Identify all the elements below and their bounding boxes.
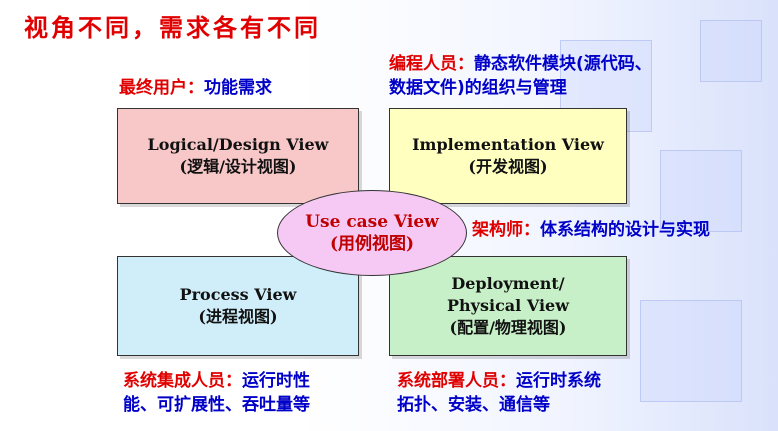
programmer-role: 编程人员： [389, 54, 474, 74]
deployment-view-box: Deployment/ Physical View (配置/物理视图) [389, 256, 627, 356]
deployment-view-title-line1: Deployment/ [451, 274, 565, 293]
process-view-box: Process View (进程视图) [117, 256, 359, 356]
deployer-label: 系统部署人员：运行时系统 拓扑、安装、通信等 [397, 369, 601, 417]
architect-role: 架构师： [472, 220, 540, 240]
programmer-desc-line2: 数据文件)的组织与管理 [389, 78, 567, 98]
background-decoration [660, 150, 742, 232]
end-user-label: 最终用户：功能需求 [119, 76, 272, 100]
logical-view-subtitle: (逻辑/设计视图) [179, 157, 297, 176]
deployer-desc-line1: 运行时系统 [516, 371, 601, 391]
deployment-view-subtitle: (配置/物理视图) [449, 318, 567, 337]
use-case-view-ellipse: Use case View (用例视图) [277, 190, 467, 276]
use-case-view-subtitle: (用例视图) [329, 234, 415, 254]
architect-label: 架构师：体系结构的设计与实现 [472, 218, 710, 242]
integrator-desc-line2: 能、可扩展性、吞吐量等 [123, 395, 310, 415]
integrator-role: 系统集成人员： [123, 371, 242, 391]
architect-desc: 体系结构的设计与实现 [540, 220, 710, 240]
deployer-desc-line2: 拓扑、安装、通信等 [397, 395, 550, 415]
use-case-view-title: Use case View [305, 212, 439, 232]
implementation-view-subtitle: (开发视图) [468, 157, 548, 176]
logical-view-title: Logical/Design View [147, 135, 329, 154]
integrator-desc-line1: 运行时性 [242, 371, 310, 391]
background-decoration [640, 300, 742, 402]
end-user-desc: 功能需求 [204, 78, 272, 98]
process-view-subtitle: (进程视图) [198, 307, 278, 326]
slide-title: 视角不同，需求各有不同 [24, 13, 321, 42]
process-view-title: Process View [179, 285, 297, 304]
logical-view-box: Logical/Design View (逻辑/设计视图) [117, 108, 359, 204]
deployment-view-title-line2: Physical View [447, 296, 569, 315]
background-decoration [700, 20, 762, 82]
end-user-role: 最终用户： [119, 78, 204, 98]
integrator-label: 系统集成人员：运行时性 能、可扩展性、吞吐量等 [123, 369, 310, 417]
deployer-role: 系统部署人员： [397, 371, 516, 391]
implementation-view-box: Implementation View (开发视图) [389, 108, 627, 204]
programmer-desc-line1: 静态软件模块(源代码、 [474, 54, 652, 74]
implementation-view-title: Implementation View [412, 135, 604, 154]
programmer-label: 编程人员：静态软件模块(源代码、 数据文件)的组织与管理 [389, 52, 652, 100]
